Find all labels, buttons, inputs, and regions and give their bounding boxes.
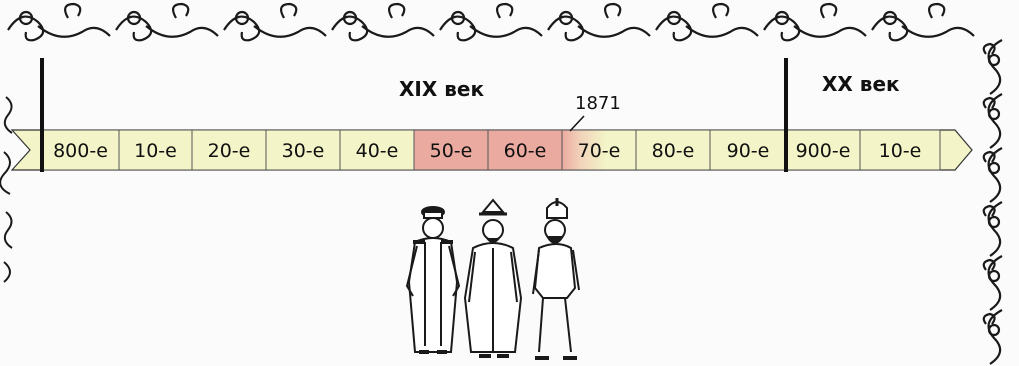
timeline-segment-label: 10-е <box>134 140 177 162</box>
officers-illustration <box>395 198 595 366</box>
timeline-segment-label: 10-е <box>879 140 922 162</box>
officer-right-figure <box>533 198 579 358</box>
timeline-segment-label: 60-е <box>504 140 547 162</box>
timeline-segment-label: 20-е <box>208 140 251 162</box>
century-label-xix: XIX век <box>399 77 484 101</box>
timeline-segment-label: 50-е <box>430 140 473 162</box>
timeline-segment-label: 40-е <box>356 140 399 162</box>
timeline-segment-label: 80-е <box>652 140 695 162</box>
officer-left-figure <box>407 207 459 352</box>
timeline-segment-label: 30-е <box>282 140 325 162</box>
century-label-xx: XX век <box>822 72 900 96</box>
year-marker-line <box>570 116 584 131</box>
timeline-segment-label: 90-е <box>727 140 770 162</box>
year-marker-label: 1871 <box>575 93 621 114</box>
officer-middle-figure <box>465 200 521 356</box>
timeline-segment-label: 900-е <box>796 140 851 162</box>
timeline-segment-label: 800-е <box>53 140 108 162</box>
timeline-segment-label: 70-е <box>578 140 621 162</box>
